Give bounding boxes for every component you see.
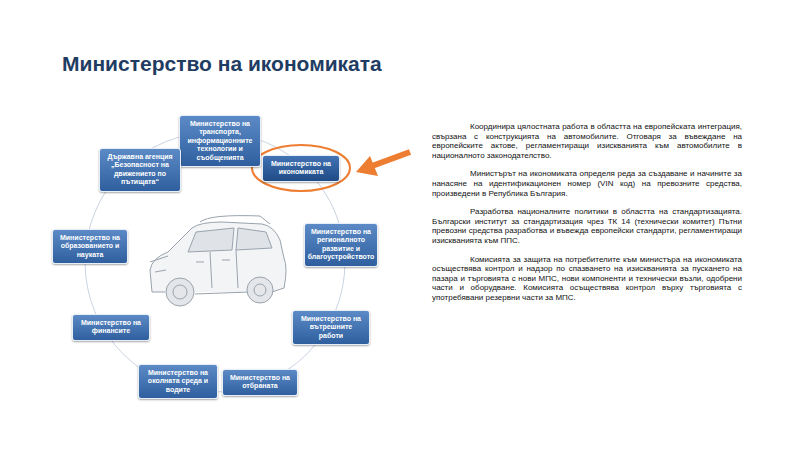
ministry-box: Държавна агенция „Безопасност на движени… [99, 148, 181, 192]
ministry-name: Министерство на вътрешните работи [297, 315, 365, 340]
text-column: Координира цялостната работа в областта … [432, 122, 742, 312]
ministry-name: Министерство на икономиката [267, 160, 335, 177]
description-paragraph: Министърът на икономиката определя реда … [432, 169, 742, 198]
ministry-box: Министерство на икономиката [262, 155, 340, 182]
slide-title: Министерство на икономиката [62, 52, 382, 76]
ministry-box: Министерство на транспорта, информационн… [179, 115, 261, 167]
ministry-name: Държавна агенция „Безопасност на движени… [104, 153, 176, 187]
ministry-name: Министерство на финансите [77, 319, 145, 336]
ministry-name: Министерство на отбраната [227, 374, 293, 391]
ministry-box: Министерство на отбраната [222, 369, 298, 396]
ministry-name: Министерство на регионалното развитие и … [308, 228, 375, 262]
ministry-name: Министерство на образованието и науката [57, 234, 123, 259]
ministry-box: Министерство на образованието и науката [52, 229, 128, 264]
description-paragraph: Разработва националните политики в облас… [432, 207, 742, 245]
pointer-arrow [356, 152, 410, 176]
ministry-name: Министерство на транспорта, информационн… [184, 120, 256, 162]
ministry-box: Министерство на вътрешните работи [292, 310, 370, 345]
ministry-box: Министерство на регионалното развитие и … [304, 223, 378, 267]
car-illustration [150, 216, 286, 306]
description-paragraph: Комисията за защита на потребителите към… [432, 255, 742, 303]
description-paragraph: Координира цялостната работа в областта … [432, 122, 742, 160]
ministry-box: Министерство на финансите [72, 314, 150, 341]
ministry-box: Министерство на околната среда и водите [138, 364, 218, 399]
ministry-name: Министерство на околната среда и водите [143, 369, 213, 394]
highlight-ellipse [252, 145, 350, 191]
